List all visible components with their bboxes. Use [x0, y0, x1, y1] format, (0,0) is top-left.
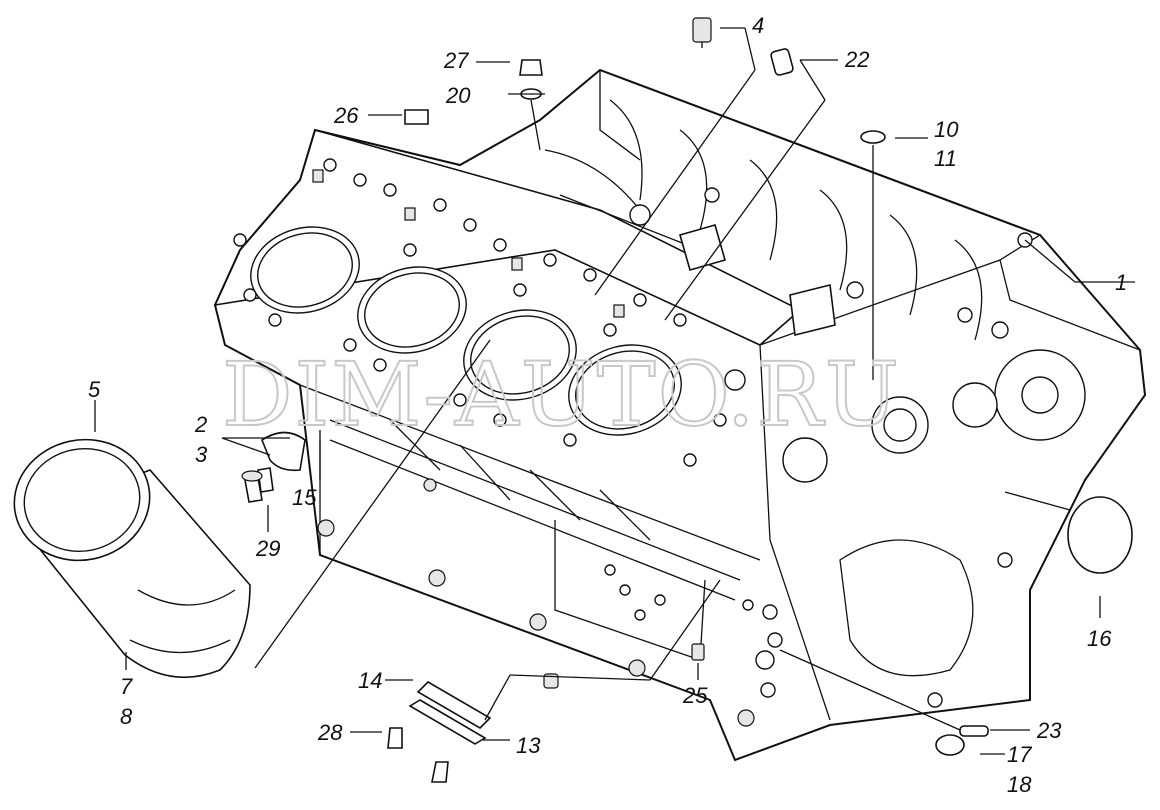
- callout-17: 17: [1007, 742, 1032, 767]
- callout-22: 22: [844, 47, 869, 72]
- gasket-14: [416, 680, 492, 730]
- callout-27: 27: [443, 48, 469, 73]
- cylinder-block: [213, 68, 1147, 762]
- callout-3: 3: [195, 442, 208, 467]
- bush-17: [935, 734, 965, 756]
- seal-washer: [860, 130, 886, 144]
- leader-lines: [94, 27, 1135, 755]
- bushing: [404, 109, 429, 125]
- callout-1: 1: [1115, 270, 1127, 295]
- callout-16: 16: [1087, 626, 1112, 651]
- callout-14: 14: [358, 668, 382, 693]
- callout-5: 5: [88, 377, 101, 402]
- callout-2: 2: [194, 412, 207, 437]
- callout-26: 26: [333, 103, 359, 128]
- cover-13: [408, 699, 487, 745]
- callout-10: 10: [934, 117, 959, 142]
- bolt-28b: [431, 761, 449, 783]
- callout-20: 20: [445, 83, 471, 108]
- callout-23: 23: [1036, 718, 1062, 743]
- callout-28: 28: [317, 720, 343, 745]
- gasket-plate: [261, 431, 306, 472]
- bolt-28: [387, 727, 403, 749]
- plug-25: [691, 643, 705, 661]
- watermark: DIM-AUTO.RU: [222, 343, 901, 446]
- pin-23: [959, 725, 989, 737]
- callout-15: 15: [292, 485, 317, 510]
- cup-plug: [1067, 496, 1133, 574]
- dowel-pin-top: [692, 17, 712, 48]
- cylinder-liner: [13, 438, 251, 679]
- callout-7: 7: [120, 674, 133, 699]
- plug-small: [519, 59, 543, 76]
- callout-4: 4: [752, 13, 764, 38]
- callout-13: 13: [516, 733, 541, 758]
- callout-11: 11: [934, 146, 957, 171]
- callout-29: 29: [255, 536, 280, 561]
- bolts-29: [241, 467, 274, 503]
- callout-labels: 1 2 3 4 5 7 8 10 11 13 14 15 16 17 18 20…: [88, 13, 1127, 797]
- callout-8: 8: [120, 704, 133, 729]
- callout-18: 18: [1007, 772, 1032, 797]
- sleeve-small: [543, 673, 559, 689]
- sleeve: [770, 48, 794, 76]
- callout-25: 25: [682, 683, 708, 708]
